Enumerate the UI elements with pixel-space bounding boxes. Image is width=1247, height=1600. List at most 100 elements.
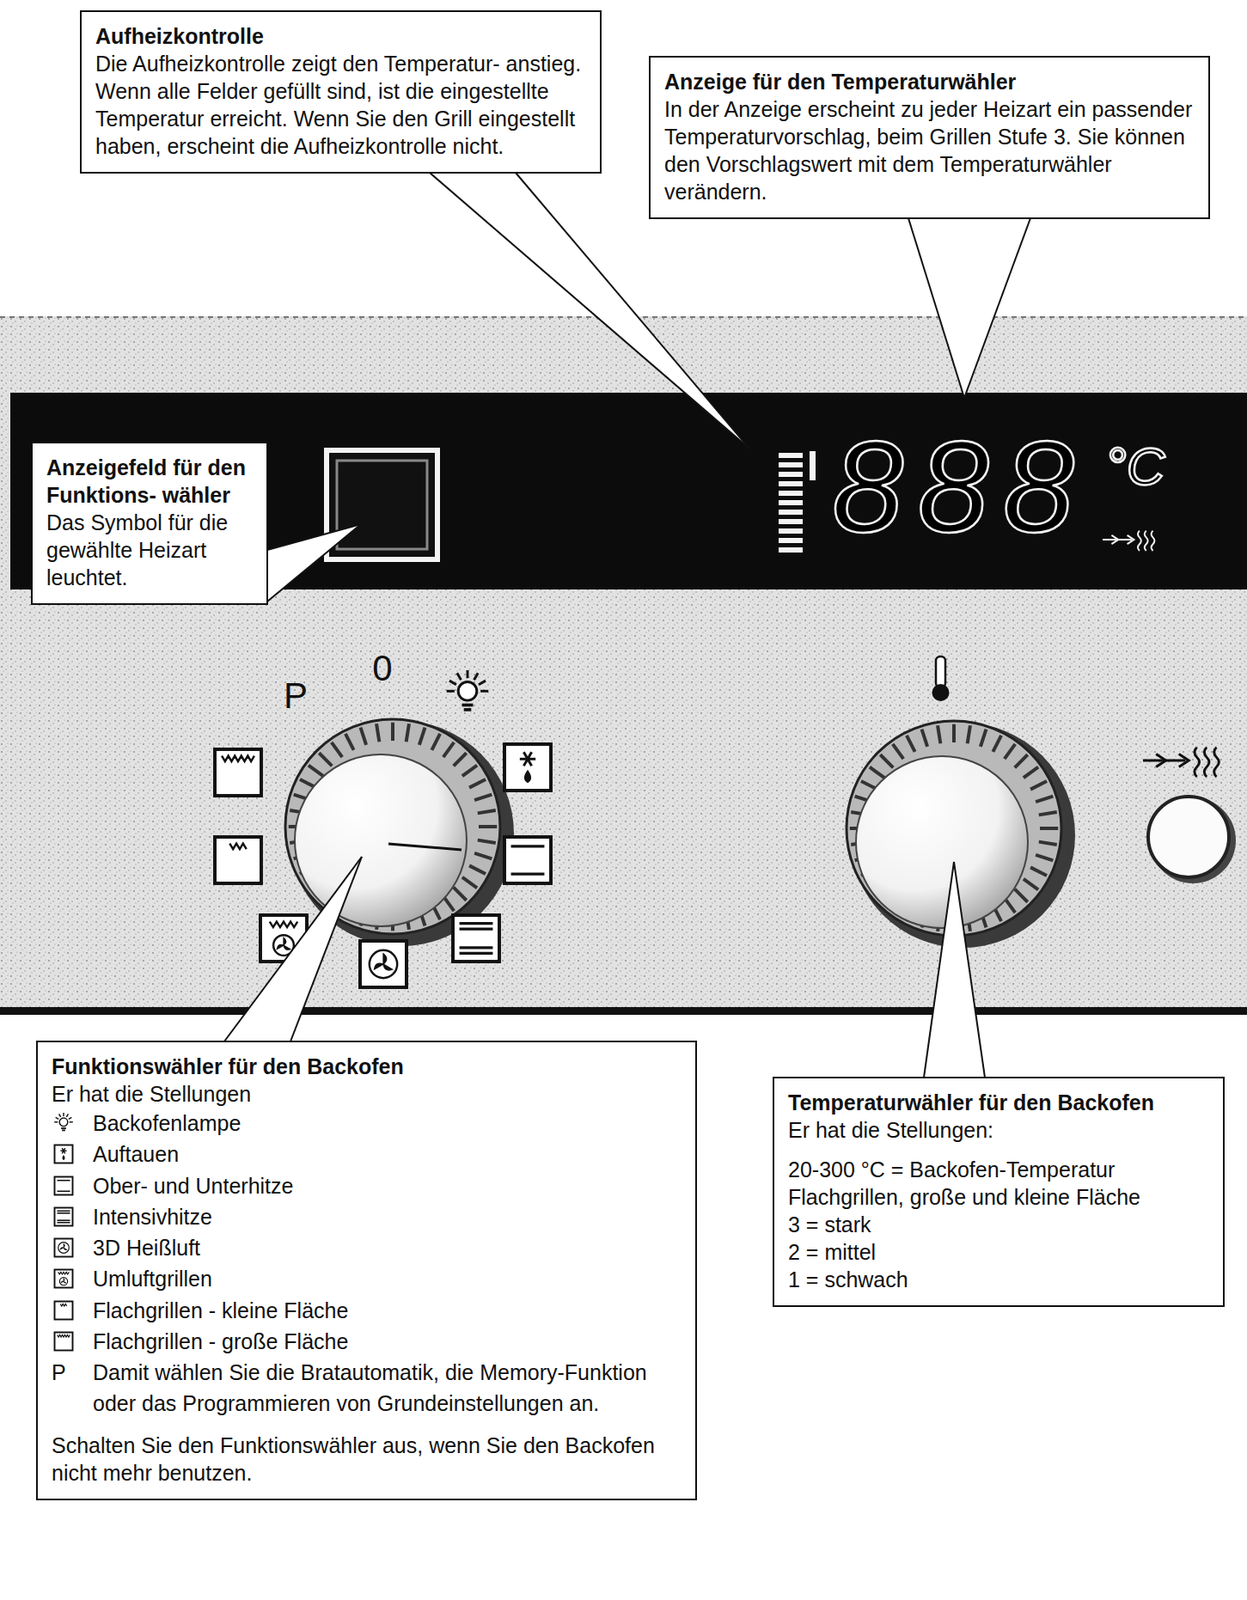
fan-blade <box>283 945 291 950</box>
knob-ridge <box>462 765 477 777</box>
grill-zigzag <box>58 1272 70 1276</box>
text-row: Flachgrillen, große und kleine Fläche <box>788 1183 1210 1211</box>
list-item: Backofenlampe <box>51 1107 682 1139</box>
fan-ring <box>369 950 398 979</box>
list-item: 3D Heißluft <box>51 1232 682 1264</box>
callout-text: Die Aufheizkontrolle zeigt den Temperatu… <box>95 49 587 160</box>
heat-line <box>56 1212 70 1215</box>
knob-ridge <box>462 877 477 888</box>
list-item: Flachgrillen - kleine Fläche <box>51 1295 682 1327</box>
arrow-head <box>1127 535 1135 545</box>
knob-ridge <box>477 810 496 813</box>
knob-ridge <box>1039 826 1058 831</box>
text-row: Schalten Sie den Funktionswähler aus, we… <box>51 1431 682 1487</box>
leader-wedge <box>267 524 361 602</box>
mode-symbol <box>55 1301 74 1320</box>
leader-wedge <box>908 218 1031 398</box>
grill-zigzag <box>221 756 255 762</box>
heat-line <box>511 844 545 848</box>
snowflake <box>61 1148 66 1154</box>
lamp-ray <box>62 1112 64 1117</box>
text-row: 20-300 °C = Backofen-Temperatur <box>788 1155 1210 1184</box>
mode-symbols <box>214 670 551 988</box>
lamp-ray <box>474 672 479 680</box>
water-drop <box>61 1155 65 1161</box>
knob-ridge <box>360 727 367 746</box>
callout-leader <box>267 524 361 602</box>
heatup-bar <box>778 471 803 477</box>
lamp-base <box>462 703 474 708</box>
knob-ridge <box>1035 855 1053 862</box>
mode-symbol-small <box>53 1206 74 1228</box>
arrow-head <box>1179 753 1189 767</box>
leader-wedge <box>224 856 362 1042</box>
lamp-ray <box>69 1121 74 1123</box>
lamp-ray <box>449 680 457 685</box>
mode-symbol <box>214 837 262 884</box>
knob-ridge <box>474 853 492 860</box>
fan-ring <box>58 1242 70 1254</box>
callout-text: Schalten Sie den Funktionswähler aus, we… <box>51 1431 682 1487</box>
quickheat-symbol <box>1143 747 1219 777</box>
callout-heading: Anzeigefeld für den Funktions- wähler <box>46 453 253 509</box>
knob-ridge <box>1030 781 1047 790</box>
callout-text: 20-300 °C = Backofen-Temperatur <box>788 1155 1115 1184</box>
lamp-base <box>61 1130 66 1132</box>
grill-zigzag <box>229 843 246 850</box>
callout-leader <box>923 861 985 1078</box>
heat-wave <box>1151 531 1156 551</box>
text-row: Die Aufheizkontrolle zeigt den Temperatu… <box>95 49 587 160</box>
lamp-bulb <box>458 682 477 702</box>
item-text: Flachgrillen - große Fläche <box>92 1326 349 1358</box>
knob-ridge <box>419 727 426 746</box>
item-text: Backofenlampe <box>92 1107 241 1139</box>
heatup-bar <box>778 481 803 487</box>
mode-symbol <box>55 1239 74 1258</box>
mode-symbol-small <box>53 1112 74 1134</box>
dial-marking: 0 <box>372 650 392 687</box>
knob-ridge <box>443 742 454 758</box>
heat-line <box>459 946 494 949</box>
lamp-ray <box>54 1121 58 1123</box>
text-row: 3 = stark <box>788 1210 1210 1239</box>
knob-face <box>294 754 467 927</box>
mode-symbol <box>55 1176 74 1195</box>
callout-box: Funktionswähler für den BackofenEr hat d… <box>36 1040 697 1501</box>
fan-blade <box>283 937 287 946</box>
callout-text: In der Anzeige erscheint zu jeder Heizar… <box>664 95 1195 206</box>
mode-symbol <box>55 1270 74 1289</box>
knob-ridge <box>391 722 395 741</box>
fan-blade <box>63 1278 65 1282</box>
arrow-shaft <box>1102 538 1117 541</box>
lamp-base <box>464 708 472 712</box>
callout-text: 3 = stark <box>788 1210 872 1239</box>
item-text: 3D Heißluft <box>92 1232 201 1264</box>
arrow-shaft <box>1162 758 1186 762</box>
lamp-base <box>61 1127 67 1130</box>
knob-ridge <box>892 744 904 759</box>
heatup-tick <box>809 451 816 481</box>
grill-zigzag <box>57 1334 71 1338</box>
callout-heading: Funktionswähler für den Backofen <box>51 1052 404 1081</box>
fan-blade <box>63 1247 68 1251</box>
item-text: Ober- und Unterhitze <box>92 1170 294 1202</box>
item-text: Intensivhitze <box>92 1201 213 1233</box>
knob-ridge <box>469 865 486 875</box>
knob-ridge <box>477 840 496 844</box>
symbol-window-inner <box>336 460 428 550</box>
leader-line <box>923 861 954 1078</box>
thermometer-bulb <box>932 684 950 702</box>
text-row: Temperaturwähler für den Backofen <box>788 1088 1210 1117</box>
lamp-ray <box>457 672 462 680</box>
knob-ridge <box>1014 889 1028 903</box>
callout-text: 2 = mittel <box>788 1238 876 1266</box>
mode-symbol-small <box>53 1143 74 1165</box>
fan-blade <box>373 963 384 970</box>
knob-ridge <box>318 752 332 766</box>
lamp-ray <box>480 690 489 693</box>
mode-symbol <box>504 837 551 884</box>
fan-blade <box>63 1281 67 1284</box>
heatup-bar <box>778 452 803 459</box>
knob-ridge <box>880 754 893 768</box>
dial-marking: P <box>283 678 308 715</box>
